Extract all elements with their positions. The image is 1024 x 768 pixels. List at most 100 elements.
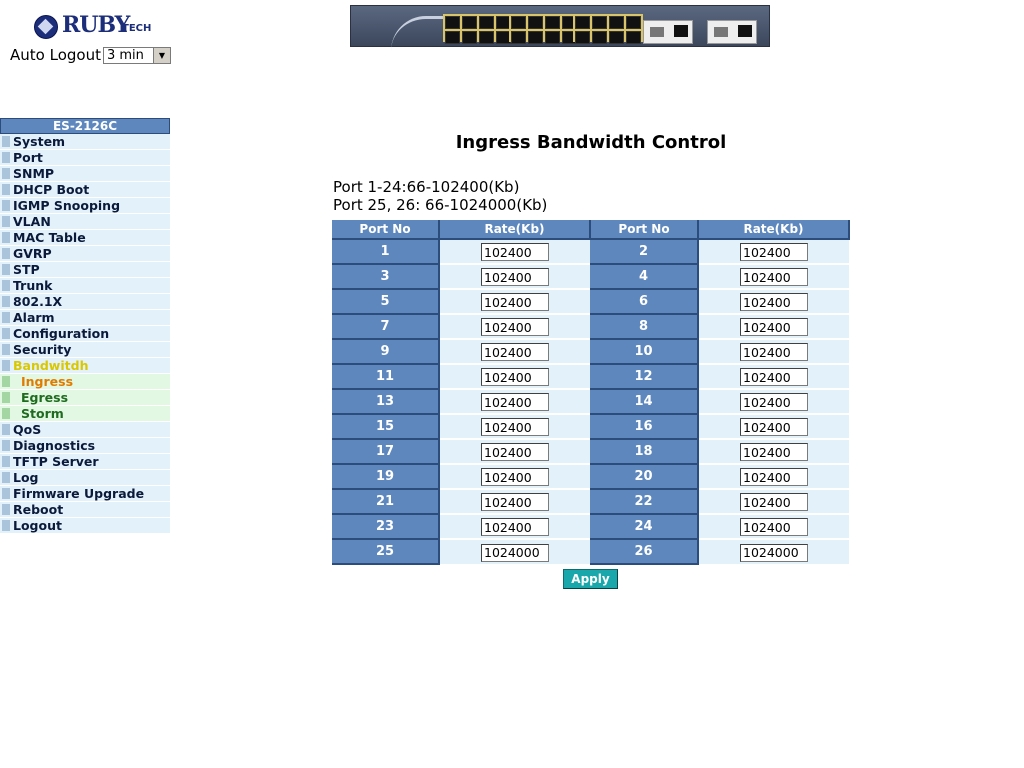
rate-input[interactable] [740, 243, 808, 262]
rate-input[interactable] [740, 343, 808, 362]
rate-input[interactable] [740, 468, 808, 487]
table-row: 2122 [332, 488, 849, 515]
rate-input[interactable] [740, 318, 808, 337]
port-range-info-2: Port 25, 26: 66-1024000(Kb) [333, 196, 548, 214]
rate-input[interactable] [481, 393, 549, 412]
sidebar-subitem-storm[interactable]: Storm [0, 406, 170, 422]
menu-bullet-icon [2, 184, 10, 195]
menu-label: Logout [13, 518, 62, 533]
rate-input[interactable] [481, 293, 549, 312]
sidebar-item-mac-table[interactable]: MAC Table [0, 230, 170, 246]
port-no-cell: 1 [332, 238, 440, 265]
table-row: 1516 [332, 413, 849, 440]
sidebar-item-diagnostics[interactable]: Diagnostics [0, 438, 170, 454]
menu-bullet-icon [2, 248, 10, 259]
sidebar-item-gvrp[interactable]: GVRP [0, 246, 170, 262]
rate-input[interactable] [481, 343, 549, 362]
menu-bullet-icon [2, 424, 10, 435]
page-title: Ingress Bandwidth Control [455, 132, 727, 153]
rate-input[interactable] [740, 518, 808, 537]
rate-input[interactable] [481, 368, 549, 387]
rate-cell [698, 238, 849, 264]
rate-input[interactable] [740, 393, 808, 412]
menu-bullet-icon [2, 488, 10, 499]
sidebar-subitem-egress[interactable]: Egress [0, 390, 170, 406]
header-port-no-1: Port No [332, 220, 440, 240]
rate-input[interactable] [481, 468, 549, 487]
rate-input[interactable] [481, 543, 549, 562]
rate-input[interactable] [740, 543, 808, 562]
sidebar-item-firmware-upgrade[interactable]: Firmware Upgrade [0, 486, 170, 502]
dropdown-arrow-icon[interactable]: ▼ [152, 47, 170, 63]
sidebar-item-security[interactable]: Security [0, 342, 170, 358]
table-row: 34 [332, 263, 849, 290]
menu-label: IGMP Snooping [13, 198, 121, 213]
port-no-cell: 7 [332, 313, 440, 340]
rate-input[interactable] [481, 493, 549, 512]
sidebar-item-trunk[interactable]: Trunk [0, 278, 170, 294]
rate-input[interactable] [740, 418, 808, 437]
menu-label: DHCP Boot [13, 182, 90, 197]
rate-input[interactable] [740, 368, 808, 387]
apply-button[interactable]: Apply [563, 569, 618, 589]
sidebar-item-bandwitdh[interactable]: Bandwitdh [0, 358, 170, 374]
table-row: 1718 [332, 438, 849, 465]
menu-bullet-icon [2, 520, 10, 531]
sidebar-item-log[interactable]: Log [0, 470, 170, 486]
sidebar-item-port[interactable]: Port [0, 150, 170, 166]
rate-input[interactable] [481, 268, 549, 287]
sidebar-item-alarm[interactable]: Alarm [0, 310, 170, 326]
port-group-2 [509, 14, 579, 44]
sidebar-item-qos[interactable]: QoS [0, 422, 170, 438]
rate-cell [698, 363, 849, 389]
rate-input[interactable] [481, 318, 549, 337]
sidebar-item-igmp-snooping[interactable]: IGMP Snooping [0, 198, 170, 214]
sidebar-item-tftp-server[interactable]: TFTP Server [0, 454, 170, 470]
port-no-cell: 6 [590, 288, 699, 315]
port-no-cell: 18 [590, 438, 699, 465]
table-row: 2324 [332, 513, 849, 540]
header-port-no-2: Port No [590, 220, 699, 240]
menu-label: Diagnostics [13, 438, 96, 453]
rate-cell [698, 288, 849, 314]
rate-cell [698, 338, 849, 364]
rate-input[interactable] [740, 443, 808, 462]
sidebar-item-vlan[interactable]: VLAN [0, 214, 170, 230]
rate-cell [439, 363, 590, 389]
sidebar-item-snmp[interactable]: SNMP [0, 166, 170, 182]
rate-input[interactable] [481, 243, 549, 262]
sidebar-item-system[interactable]: System [0, 134, 170, 150]
switch-front-panel-image [350, 5, 770, 47]
rate-input[interactable] [481, 518, 549, 537]
port-group-1 [443, 14, 513, 44]
rate-input[interactable] [740, 293, 808, 312]
menu-label: 802.1X [13, 294, 63, 309]
sidebar-title: ES-2126C [0, 118, 170, 134]
auto-logout-select[interactable]: 3 min ▼ [102, 46, 171, 64]
sidebar-item-logout[interactable]: Logout [0, 518, 170, 534]
rate-cell [698, 463, 849, 489]
menu-label: Egress [21, 390, 69, 405]
rate-input[interactable] [740, 268, 808, 287]
menu-bullet-icon [2, 344, 10, 355]
rate-input[interactable] [740, 493, 808, 512]
port-no-cell: 23 [332, 513, 440, 540]
menu-bullet-icon [2, 264, 10, 275]
sidebar-item-dhcp-boot[interactable]: DHCP Boot [0, 182, 170, 198]
port-no-cell: 9 [332, 338, 440, 365]
sidebar-item-802-1x[interactable]: 802.1X [0, 294, 170, 310]
port-no-cell: 14 [590, 388, 699, 415]
sidebar-item-reboot[interactable]: Reboot [0, 502, 170, 518]
rate-cell [439, 338, 590, 364]
rate-input[interactable] [481, 443, 549, 462]
port-no-cell: 16 [590, 413, 699, 440]
menu-label: VLAN [13, 214, 51, 229]
menu-bullet-icon [2, 440, 10, 451]
sidebar-item-configuration[interactable]: Configuration [0, 326, 170, 342]
sidebar-item-stp[interactable]: STP [0, 262, 170, 278]
rate-input[interactable] [481, 418, 549, 437]
port-no-cell: 15 [332, 413, 440, 440]
sidebar-subitem-ingress[interactable]: Ingress [0, 374, 170, 390]
